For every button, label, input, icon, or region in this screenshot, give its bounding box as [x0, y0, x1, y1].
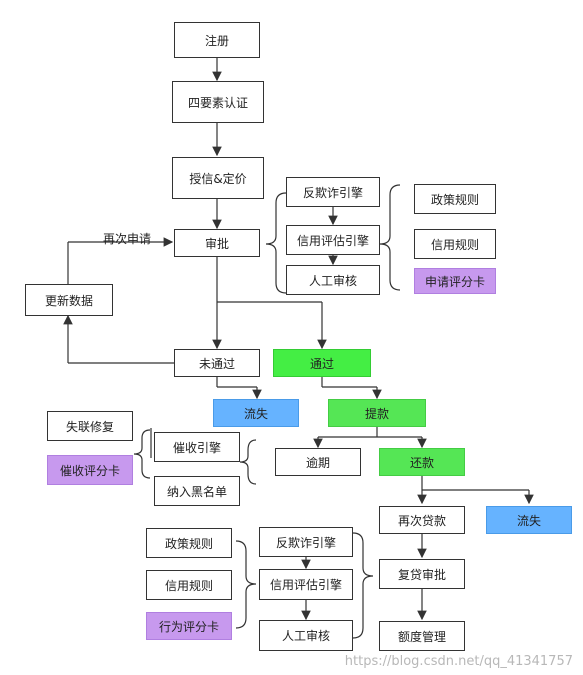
- register-node: 注册: [174, 22, 260, 58]
- churn-node-1: 流失: [213, 399, 299, 427]
- collection-scorecard-node: 催收评分卡: [47, 455, 133, 485]
- credit-pricing-node: 授信&定价: [172, 157, 264, 199]
- credit-rules-node-2: 信用规则: [146, 570, 232, 600]
- not-passed-node: 未通过: [174, 349, 260, 377]
- anti-fraud-node-2: 反欺诈引擎: [259, 527, 353, 557]
- credit-eval-node-2: 信用评估引擎: [259, 569, 353, 600]
- passed-node: 通过: [273, 349, 371, 377]
- behavior-scorecard-node: 行为评分卡: [146, 612, 232, 640]
- policy-rules-node-1: 政策规则: [414, 184, 496, 214]
- manual-review-node-2: 人工审核: [259, 620, 353, 651]
- reapply-label: 再次申请: [103, 232, 152, 246]
- lost-contact-repair-node: 失联修复: [47, 411, 133, 441]
- anti-fraud-node-1: 反欺诈引擎: [286, 177, 380, 207]
- credit-rules-node-1: 信用规则: [414, 229, 496, 259]
- limit-management-node: 额度管理: [379, 621, 465, 651]
- reloan-review-node: 复贷审批: [379, 559, 465, 589]
- credit-eval-node-1: 信用评估引擎: [286, 225, 380, 255]
- repay-node: 还款: [379, 448, 465, 476]
- churn-node-2: 流失: [486, 506, 572, 534]
- update-data-node: 更新数据: [25, 284, 113, 316]
- reloan-node: 再次贷款: [379, 506, 465, 534]
- watermark-url: https://blog.csdn.net/qq_41341757: [344, 654, 573, 669]
- policy-rules-node-2: 政策规则: [146, 528, 232, 558]
- apply-scorecard-node: 申请评分卡: [414, 268, 496, 294]
- withdraw-node: 提款: [328, 399, 426, 427]
- manual-review-node-1: 人工审核: [286, 265, 380, 295]
- approve-node: 审批: [174, 229, 260, 257]
- collection-engine-node: 催收引擎: [154, 432, 240, 462]
- overdue-node: 逾期: [275, 448, 361, 476]
- four-elements-node: 四要素认证: [172, 81, 264, 123]
- blacklist-node: 纳入黑名单: [154, 476, 240, 506]
